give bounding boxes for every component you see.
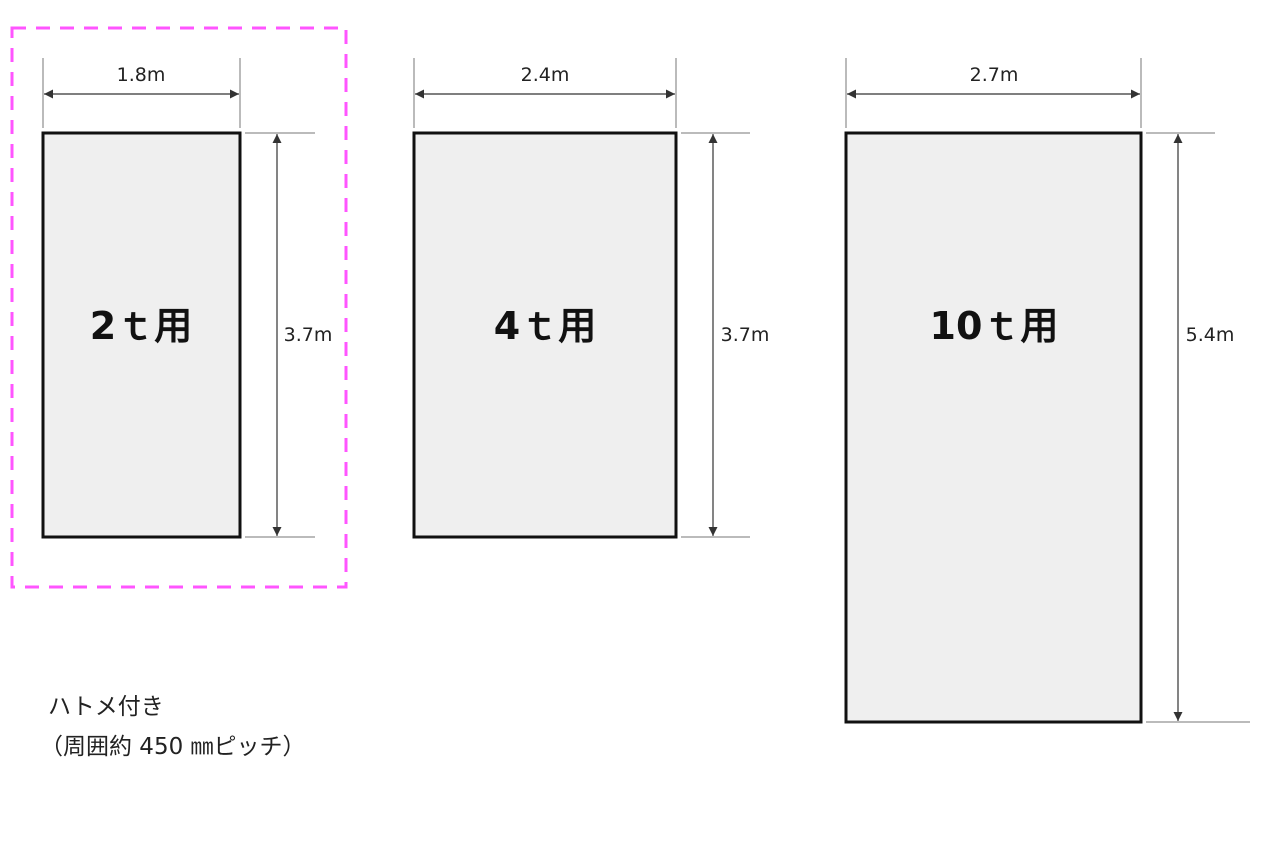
grommet-note: ハトメ付き xyxy=(48,694,164,720)
sheet-2t[interactable]: 1.8m 3.7m 2ｔ用 xyxy=(41,58,333,539)
grommet-pitch-note: （周囲約 450 ㎜ピッチ） xyxy=(40,734,306,760)
sheet-10t[interactable]: 2.7m 5.4m 10ｔ用 xyxy=(844,58,1250,724)
width-label: 1.8m xyxy=(117,64,166,86)
selection-highlight-box xyxy=(10,26,348,589)
sheet-rect xyxy=(41,131,242,539)
height-label: 5.4m xyxy=(1186,324,1235,346)
sheet-label: 10ｔ用 xyxy=(930,304,1059,348)
sheet-label: 2ｔ用 xyxy=(90,304,192,348)
sheet-rect xyxy=(844,131,1143,724)
height-label: 3.7m xyxy=(284,324,333,346)
sheet-label: 4ｔ用 xyxy=(494,304,596,348)
height-label: 3.7m xyxy=(721,324,770,346)
sheet-4t[interactable]: 2.4m 3.7m 4ｔ用 xyxy=(412,58,770,539)
sheet-rect xyxy=(412,131,678,539)
width-label: 2.4m xyxy=(521,64,570,86)
width-label: 2.7m xyxy=(970,64,1019,86)
